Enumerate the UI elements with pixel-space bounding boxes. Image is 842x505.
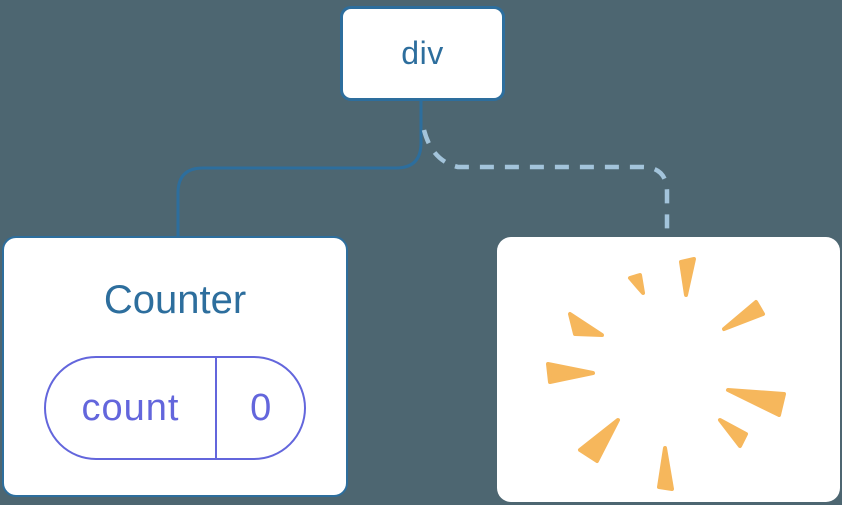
poof-burst-icon xyxy=(546,257,786,491)
edge-div-to-counter xyxy=(176,101,423,236)
edge-div-to-removed xyxy=(421,129,670,238)
node-div: div xyxy=(340,6,505,101)
state-pill-value: 0 xyxy=(250,386,272,429)
state-pill: count 0 xyxy=(44,356,306,460)
counter-title: Counter xyxy=(103,278,247,322)
state-pill-key: count xyxy=(81,386,180,429)
state-pill-divider xyxy=(214,358,218,458)
node-counter: Counter count 0 xyxy=(2,236,348,497)
node-div-label: div xyxy=(401,35,444,71)
node-removed xyxy=(497,237,840,502)
